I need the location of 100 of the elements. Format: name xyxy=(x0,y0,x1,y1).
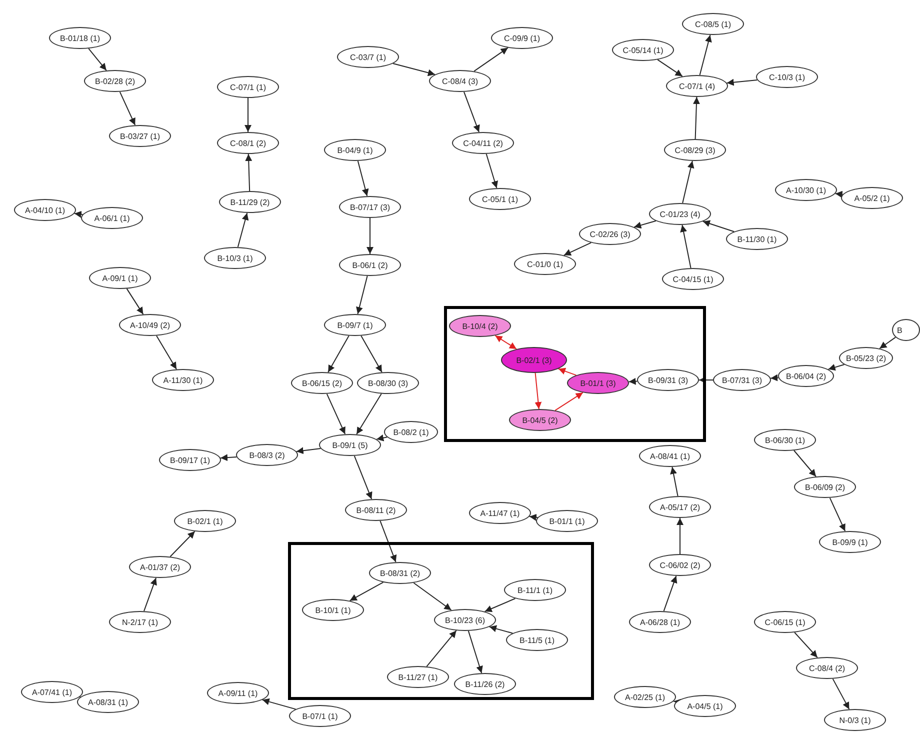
arrow xyxy=(244,98,252,132)
graph-node xyxy=(579,223,641,245)
graph-node xyxy=(536,510,598,532)
arrow xyxy=(726,78,758,86)
graph-node xyxy=(77,691,139,713)
graph-node xyxy=(778,365,834,387)
arrow xyxy=(879,336,896,349)
node-label: B-05/23 (2) xyxy=(846,354,886,362)
node-label: C-08/29 (3) xyxy=(674,146,716,154)
node-label: C-07/1 (1) xyxy=(230,82,266,92)
arrow xyxy=(296,447,322,454)
graph-node xyxy=(81,207,143,229)
node-label: B-04/5 (2) xyxy=(522,416,558,424)
arrow xyxy=(563,242,592,256)
graph-node xyxy=(469,502,531,524)
graph-node xyxy=(337,46,399,68)
node-label: B-02/1 (3) xyxy=(516,356,552,364)
node-label: A-11/30 (1) xyxy=(163,376,203,384)
node-label: B-06/09 (2) xyxy=(804,482,846,492)
node-label: C-09/9 (1) xyxy=(504,34,540,42)
graph-node xyxy=(666,75,728,97)
node-label: A-07/41 (1) xyxy=(32,688,72,696)
arrow xyxy=(528,514,538,521)
node-label: C-07/1 (4) xyxy=(678,82,715,90)
node-label: A-04/10 (1) xyxy=(24,206,66,214)
node-label: B xyxy=(897,326,902,334)
graph-node xyxy=(207,682,269,704)
graph-node xyxy=(319,434,381,456)
arrow xyxy=(413,582,452,611)
arrow xyxy=(702,220,735,232)
arrow xyxy=(558,368,577,376)
arrow xyxy=(144,577,157,612)
arrow xyxy=(426,630,457,667)
arrow xyxy=(634,220,656,229)
arrow xyxy=(360,335,382,373)
node-label: A-02/25 (1) xyxy=(624,692,666,702)
arrow xyxy=(354,455,372,500)
graph-node xyxy=(21,681,83,703)
node-label: C-08/5 (1) xyxy=(694,20,731,28)
graph-node xyxy=(892,319,920,341)
node-label: B-09/31 (3) xyxy=(648,376,688,384)
arrow xyxy=(468,630,483,674)
arrow xyxy=(170,530,196,558)
graph-node xyxy=(506,629,568,651)
arrow xyxy=(356,393,382,435)
node-label: A-09/1 (1) xyxy=(102,274,138,282)
node-label: B-10/4 (2) xyxy=(462,322,498,330)
node-label: A-05/2 (1) xyxy=(854,194,890,202)
arrow xyxy=(770,374,779,382)
arrow xyxy=(328,335,350,373)
node-label: B-08/30 (3) xyxy=(368,378,408,388)
arrow xyxy=(349,582,384,602)
graph-node xyxy=(449,315,511,337)
node-label: B-02/28 (2) xyxy=(94,76,136,86)
arrow xyxy=(663,575,678,612)
node-label: A-06/1 (1) xyxy=(94,214,130,222)
arrow xyxy=(534,372,542,410)
node-label: B-04/9 (1) xyxy=(337,146,373,154)
arrow xyxy=(119,91,136,126)
graph-node xyxy=(567,372,629,394)
arrow xyxy=(357,160,369,196)
node-label: B-10/23 (6) xyxy=(444,616,486,624)
arrow xyxy=(676,518,684,554)
node-label: B-10/1 (1) xyxy=(315,606,351,614)
arrow xyxy=(74,210,84,218)
node-label: A-04/5 (1) xyxy=(687,702,723,710)
node-label: B-11/30 (1) xyxy=(737,234,777,244)
node-label: C-05/14 (1) xyxy=(622,46,664,54)
node-label: A-10/49 (2) xyxy=(130,320,170,330)
arrow xyxy=(828,364,845,371)
arrow xyxy=(488,625,514,634)
arrow xyxy=(698,376,714,384)
graph-node xyxy=(429,70,491,92)
graph-node xyxy=(289,705,351,727)
node-label: B-09/1 (5) xyxy=(332,440,368,450)
node-label: N-0/3 (1) xyxy=(839,716,871,724)
arrow xyxy=(670,466,678,496)
arrow xyxy=(834,190,844,198)
node-label: B-06/15 (2) xyxy=(302,378,342,388)
arrow xyxy=(794,450,816,477)
node-label: B-11/26 (2) xyxy=(465,680,505,688)
graph-node xyxy=(384,421,438,443)
node-label: B-07/31 (3) xyxy=(722,376,762,384)
highlight-frame xyxy=(444,306,706,442)
node-label: C-08/1 (2) xyxy=(230,138,266,148)
arrow xyxy=(474,47,508,72)
arrow xyxy=(464,91,480,133)
node-label: B-08/11 (2) xyxy=(356,506,396,514)
graph-node xyxy=(713,369,771,391)
arrow xyxy=(699,34,712,76)
arrow xyxy=(392,63,436,76)
node-label: B-10/3 (1) xyxy=(217,254,253,262)
arrow xyxy=(220,454,237,462)
arrow xyxy=(657,59,683,77)
arrow xyxy=(554,392,584,411)
graph-node xyxy=(434,609,496,631)
node-label: B-07/1 (1) xyxy=(302,712,338,720)
arrow xyxy=(376,434,388,442)
highlight-frame xyxy=(288,542,594,700)
node-label: B-09/9 (1) xyxy=(832,538,868,546)
